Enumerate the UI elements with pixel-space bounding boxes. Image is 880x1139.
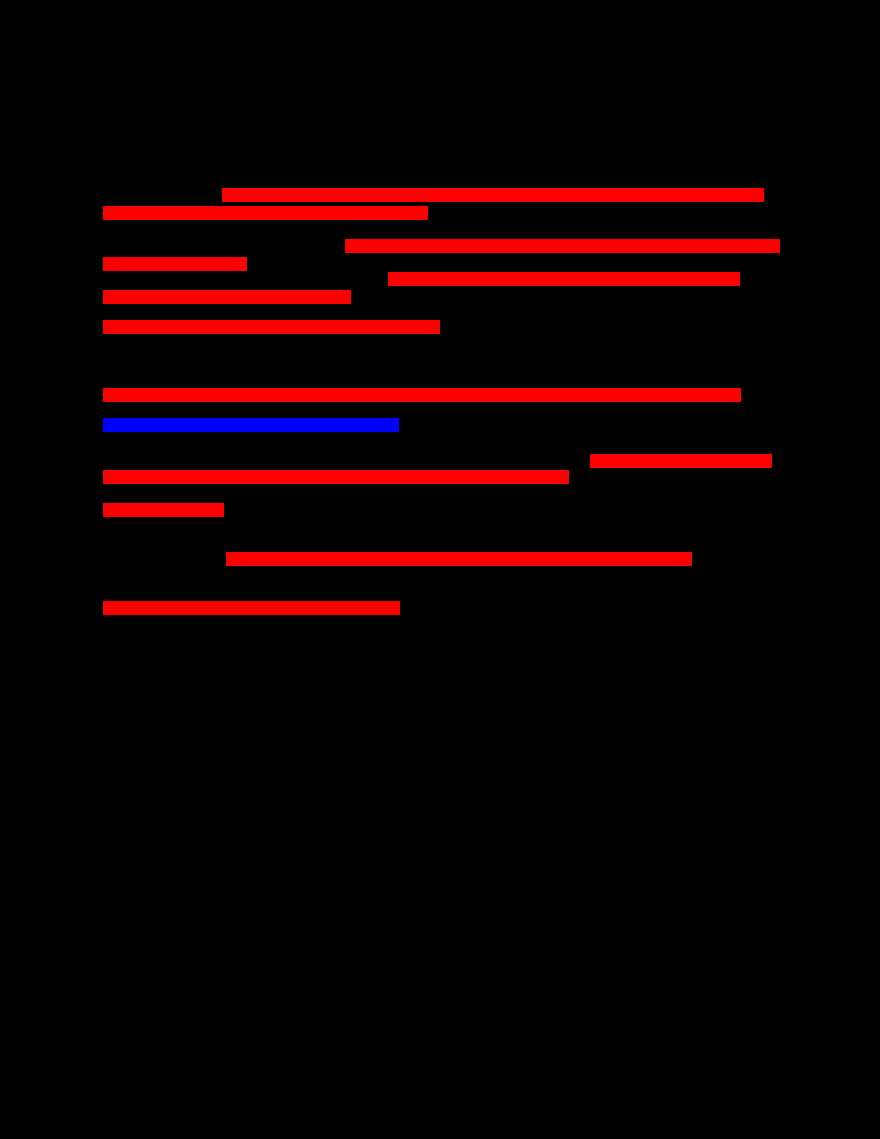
document-text-line	[103, 470, 569, 484]
document-text-line	[103, 388, 741, 402]
obscured-text-mask	[103, 388, 741, 402]
obscured-text-mask	[226, 552, 692, 566]
document-text-line	[103, 320, 440, 334]
document-text-line	[222, 188, 764, 202]
document-text-line	[103, 257, 247, 271]
document-hyperlink[interactable]	[103, 418, 399, 432]
document-text-line	[103, 601, 400, 615]
document-text-line	[345, 239, 780, 253]
document-text-line	[103, 206, 428, 220]
document-text-line	[590, 454, 772, 468]
obscured-text-mask	[222, 188, 764, 202]
obscured-text-mask	[103, 320, 440, 334]
document-text-line	[103, 290, 351, 304]
document-text-line	[388, 272, 740, 286]
obscured-text-mask	[103, 206, 428, 220]
obscured-text-mask	[590, 454, 772, 468]
document-text-line	[103, 503, 224, 517]
document-text-line	[226, 552, 692, 566]
obscured-text-mask	[103, 601, 400, 615]
obscured-text-mask	[388, 272, 740, 286]
obscured-text-mask	[103, 470, 569, 484]
obscured-text-mask	[103, 418, 399, 432]
obscured-text-mask	[103, 290, 351, 304]
obscured-text-mask	[345, 239, 780, 253]
obscured-text-mask	[103, 257, 247, 271]
obscured-text-mask	[103, 503, 224, 517]
